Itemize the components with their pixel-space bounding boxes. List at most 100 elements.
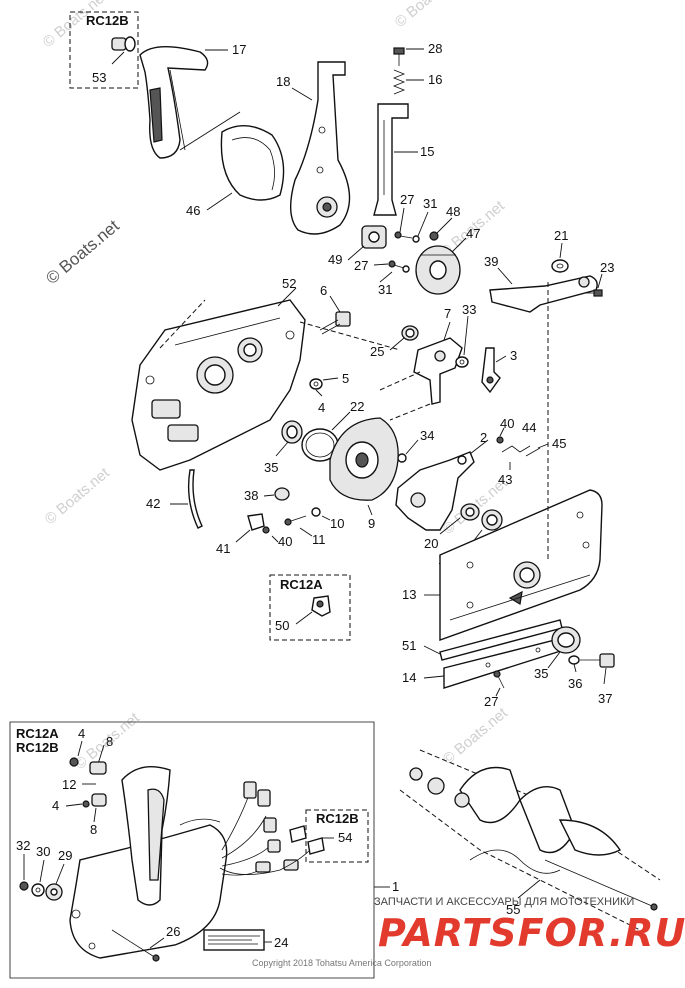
callout-22: 22 <box>350 399 364 414</box>
callout-8a: 8 <box>106 734 113 749</box>
callout-17: 17 <box>232 42 246 57</box>
fastener-group-top <box>394 231 439 243</box>
part-17-handle-grip <box>139 45 209 159</box>
callout-30: 30 <box>36 844 50 859</box>
part-15-link <box>373 103 409 216</box>
part-33-washer <box>455 356 469 368</box>
callout-2: 2 <box>480 430 487 445</box>
callout-3: 3 <box>510 348 517 363</box>
part-16-spring <box>392 69 406 95</box>
remote-control-assembly <box>69 766 228 959</box>
callout-15: 15 <box>420 144 434 159</box>
group-label-rc12a-inset: RC12A <box>16 726 59 741</box>
callout-31b: 31 <box>378 282 392 297</box>
callout-34: 34 <box>420 428 434 443</box>
part-53-clip <box>111 36 136 52</box>
part-54-clamp <box>289 825 325 855</box>
part-40-screw <box>262 526 270 534</box>
callout-54: 54 <box>338 830 352 845</box>
watermark: © Boats.net <box>440 704 512 768</box>
callout-33: 33 <box>462 302 476 317</box>
callout-29: 29 <box>58 848 72 863</box>
callout-28: 28 <box>428 41 442 56</box>
watermark: © Boats.net <box>42 464 114 528</box>
part-7-detent-plate <box>413 337 463 405</box>
callout-9: 9 <box>368 516 375 531</box>
callout-38: 38 <box>244 488 258 503</box>
callout-27c: 27 <box>484 694 498 709</box>
callout-44: 44 <box>522 420 536 435</box>
callout-42: 42 <box>146 496 160 511</box>
group-label-rc12a-mid: RC12A <box>280 577 323 592</box>
part-40-screw-b <box>496 436 504 444</box>
callout-53: 53 <box>92 70 106 85</box>
callout-31a: 31 <box>423 196 437 211</box>
callout-41: 41 <box>216 541 230 556</box>
callout-27a: 27 <box>400 192 414 207</box>
callout-51: 51 <box>402 638 416 653</box>
callout-27b: 27 <box>354 258 368 273</box>
callout-47: 47 <box>466 226 480 241</box>
callout-23: 23 <box>600 260 614 275</box>
callout-55: 55 <box>506 902 520 917</box>
callout-6: 6 <box>320 283 327 298</box>
part-38-cap <box>274 487 290 501</box>
part-23-screw <box>584 289 603 297</box>
callout-45: 45 <box>552 436 566 451</box>
callout-26: 26 <box>166 924 180 939</box>
plate-guide-lines <box>379 371 431 421</box>
part-3-pin <box>481 347 501 394</box>
fastener-group-mid <box>388 260 410 273</box>
assembly-inset-frame <box>9 721 375 979</box>
callout-37: 37 <box>598 691 612 706</box>
callout-13: 13 <box>402 587 416 602</box>
callout-5: 5 <box>342 371 349 386</box>
part-21-washer <box>551 259 569 273</box>
part-4-8-pair <box>82 793 107 808</box>
brand-logo: PARTSFOR.RU <box>378 911 685 955</box>
part-37-bolt <box>580 653 615 668</box>
housing-guide-lines <box>159 299 401 351</box>
callout-50: 50 <box>275 618 289 633</box>
part-45-pin <box>525 447 541 457</box>
group-label-rc12b-inset: RC12B <box>16 740 59 755</box>
callout-25: 25 <box>370 344 384 359</box>
part-19-bush <box>481 509 503 531</box>
callout-46: 46 <box>186 203 200 218</box>
callout-49: 49 <box>328 252 342 267</box>
callout-4b: 4 <box>78 726 85 741</box>
callout-12: 12 <box>62 777 76 792</box>
part-32-nut <box>19 881 29 891</box>
part-6-bolt <box>319 311 351 335</box>
part-22-o-ring <box>301 428 339 462</box>
part-26-through-bolt <box>111 929 160 962</box>
callout-1: 1 <box>392 879 399 894</box>
watermark-main: © Boats.net <box>42 216 123 288</box>
part-27-screw <box>493 670 505 689</box>
part-35-bushing-b <box>551 626 581 654</box>
callout-32: 32 <box>16 838 30 853</box>
part-24-decal <box>203 929 265 951</box>
callout-21: 21 <box>554 228 568 243</box>
callout-48: 48 <box>446 204 460 219</box>
callout-18: 18 <box>276 74 290 89</box>
part-55-mount-kit <box>399 749 661 931</box>
part-46-cover <box>220 125 285 201</box>
part-8-bushing-inset <box>89 761 107 775</box>
callout-7: 7 <box>444 306 451 321</box>
callout-35b: 35 <box>534 666 548 681</box>
callout-39: 39 <box>484 254 498 269</box>
part-36-washer <box>568 655 580 665</box>
part-11-screw <box>284 515 307 526</box>
part-25-seal <box>401 325 419 341</box>
callout-8b: 8 <box>90 822 97 837</box>
group-label-rc12b-top: RC12B <box>86 13 129 28</box>
part-50-stopper <box>311 595 331 617</box>
part-42-strip <box>187 469 203 529</box>
part-49-bushing <box>361 225 387 249</box>
callout-35a: 35 <box>264 460 278 475</box>
rc12a-mid-box <box>269 574 351 641</box>
callout-40a: 40 <box>278 534 292 549</box>
callout-14: 14 <box>402 670 416 685</box>
